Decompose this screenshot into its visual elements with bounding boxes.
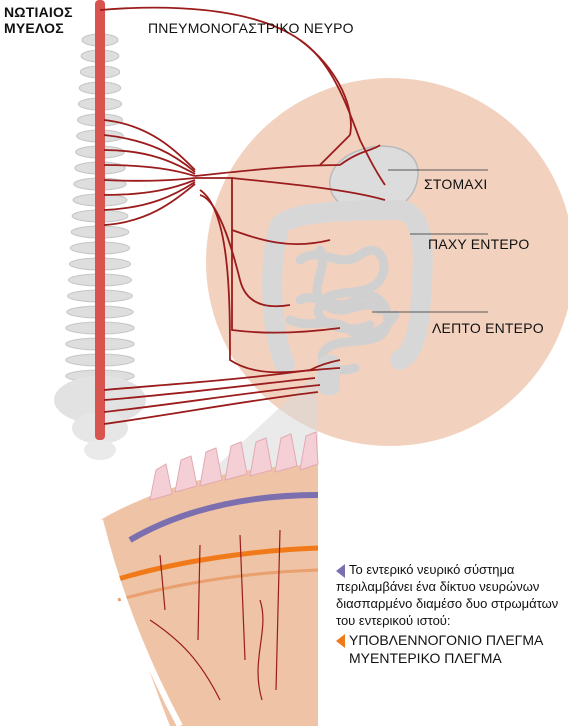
submucosal-marker-icon [336,564,345,578]
legend-myenteric: ΜΥΕΝΤΕΡΙΚΟ ΠΛΕΓΜΑ [349,650,502,666]
spinal-cord-label-line1: ΝΩΤΙΑΙΟΣ [4,4,73,20]
gut-wall-detail [100,432,318,726]
large-intestine-label: ΠΑΧΥ ΕΝΤΕΡΟ [428,236,530,252]
enteric-description: Το εντερικό νευρικό σύστημα περιλαμβάνει… [336,561,560,629]
description-line-2: περιλαμβάνει ένα δίκτυο νευρώνων [336,578,560,595]
legend-submucosal: ΥΠΟΒΛΕΝΝΟΓΟΝΙΟ ΠΛΕΓΜΑ [336,632,543,648]
spinal-cord-label: ΝΩΤΙΑΙΟΣ ΜΥΕΛΟΣ [4,4,73,36]
small-intestine-label: ΛΕΠΤΟ ΕΝΤΕΡΟ [432,320,544,336]
description-line-4: του εντερικού ιστού: [336,612,560,629]
vagus-nerve-label: ΠΝΕΥΜΟΝΟΓΑΣΤΡΙΚΟ ΝΕΥΡΟ [148,20,354,36]
stomach-label: ΣΤΟΜΑΧΙ [424,176,487,192]
spinal-cord [95,0,105,440]
myenteric-marker-icon [336,634,345,648]
spinal-cord-label-line2: ΜΥΕΛΟΣ [4,20,73,36]
description-line-3: διασπαρμένο διαμέσο δυο στρωμάτων [336,595,560,612]
legend-submucosal-label: ΥΠΟΒΛΕΝΝΟΓΟΝΙΟ ΠΛΕΓΜΑ [349,632,543,648]
legend-myenteric-label: ΜΥΕΝΤΕΡΙΚΟ ΠΛΕΓΜΑ [349,650,502,666]
description-line-1: Το εντερικό νευρικό σύστημα [336,561,560,578]
